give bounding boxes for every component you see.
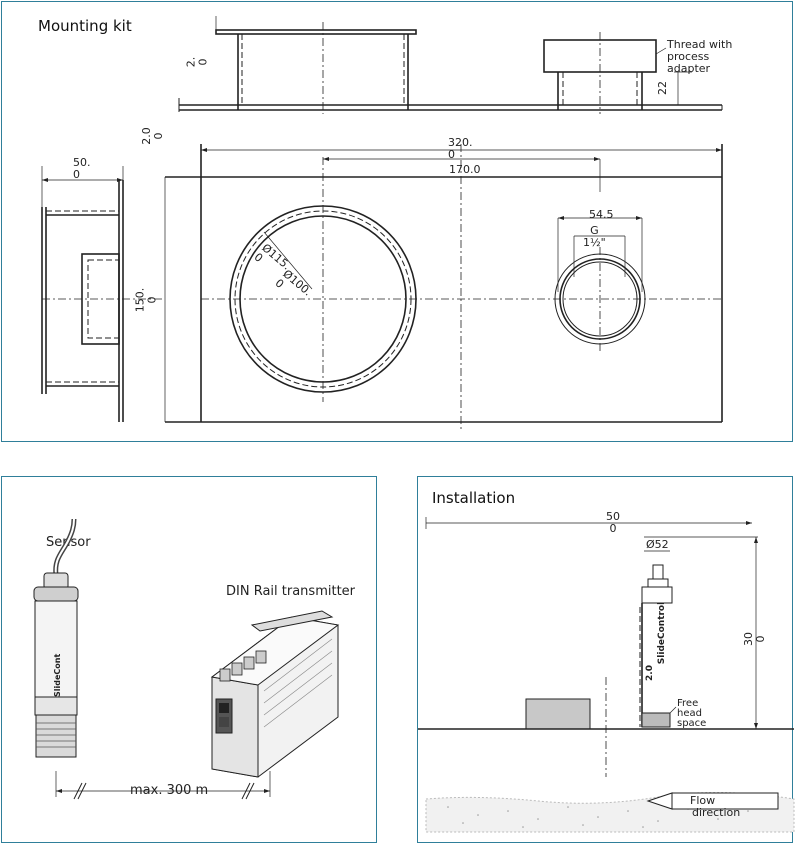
free-head-space-line-2: head	[677, 708, 702, 719]
dim-320-line-2: 0	[448, 148, 455, 161]
flow-arrow-body	[671, 792, 779, 810]
mounting-kit-drawing	[41, 16, 723, 430]
install-sensor-brand: SlideControl	[657, 601, 668, 665]
mounting-kit-title: Mounting kit	[38, 17, 132, 35]
thread-note-line-3: adapter	[667, 62, 711, 75]
dim-150: 150. 0	[133, 288, 159, 313]
components-drawing: SlideCont	[33, 518, 340, 800]
install-dim-500-line-1: 50	[606, 510, 620, 523]
sensor-brand-text: SlideCont	[53, 654, 62, 697]
installation-drawing	[418, 517, 795, 833]
dim-50-line-2: 0	[73, 168, 80, 181]
dim-20-line-2: 0	[151, 132, 165, 140]
install-dim-20: 2.0	[644, 665, 655, 681]
flow-direction-label: Flow direction	[690, 795, 740, 819]
dim-320: 320. 0	[448, 137, 473, 161]
dim-50: 50. 0	[73, 157, 91, 181]
dimension-arrows	[42, 148, 722, 220]
material-pile	[525, 698, 591, 730]
dim-2-line-2: 0	[196, 58, 210, 66]
cable-length-dimension	[55, 771, 271, 800]
cable-length-note: max. 300 m	[130, 783, 209, 798]
dim-50-line-1: 50.	[73, 156, 91, 169]
free-head-space-line-3: space	[677, 718, 707, 729]
install-dim-500: 50 0	[606, 511, 620, 535]
components-panel: Sensor DIN Rail transmitter SlideCont	[1, 476, 377, 843]
dim-150-line-2: 0	[145, 296, 159, 304]
thread-note-line-2: process	[667, 50, 710, 63]
dim-170: 170.0	[449, 163, 481, 176]
install-dim-300: 30 0	[742, 632, 767, 646]
dim-54-5: 54.5	[589, 208, 614, 221]
plan-view	[164, 144, 723, 430]
dim-2: 2. 0	[184, 57, 210, 68]
transmitter-label: DIN Rail transmitter	[226, 584, 356, 599]
thread-note-line-1: Thread with	[667, 38, 733, 51]
dim-20-top: 2.0 0	[140, 127, 165, 145]
sensor-image: SlideCont	[33, 572, 79, 758]
free-head-space-note: Free head space	[677, 699, 706, 729]
thread-note: Thread with process adapter	[667, 39, 732, 75]
installation-panel: Installation	[417, 476, 795, 843]
dim-thread-g: G 1½"	[583, 225, 606, 249]
install-sensor	[639, 550, 677, 728]
install-dim-300-line-2: 0	[754, 635, 767, 643]
side-view-top	[178, 16, 723, 114]
flow-direction-line-2: direction	[692, 806, 741, 819]
dim-320-line-1: 320.	[448, 136, 473, 149]
free-head-space-line-1: Free	[677, 698, 699, 709]
install-dim-500-line-2: 0	[609, 522, 617, 535]
mounting-kit-panel: Mounting kit	[1, 1, 793, 442]
installation-title: Installation	[432, 489, 516, 507]
install-dim-d52: Ø52	[646, 538, 669, 551]
dim-g-line-1: G	[590, 224, 599, 237]
dim-22: 22	[656, 81, 669, 95]
dim-g-line-2: 1½"	[583, 236, 606, 249]
flow-direction-line-1: Flow	[690, 794, 716, 807]
din-transmitter-image	[210, 610, 340, 778]
end-view-left	[41, 166, 162, 422]
